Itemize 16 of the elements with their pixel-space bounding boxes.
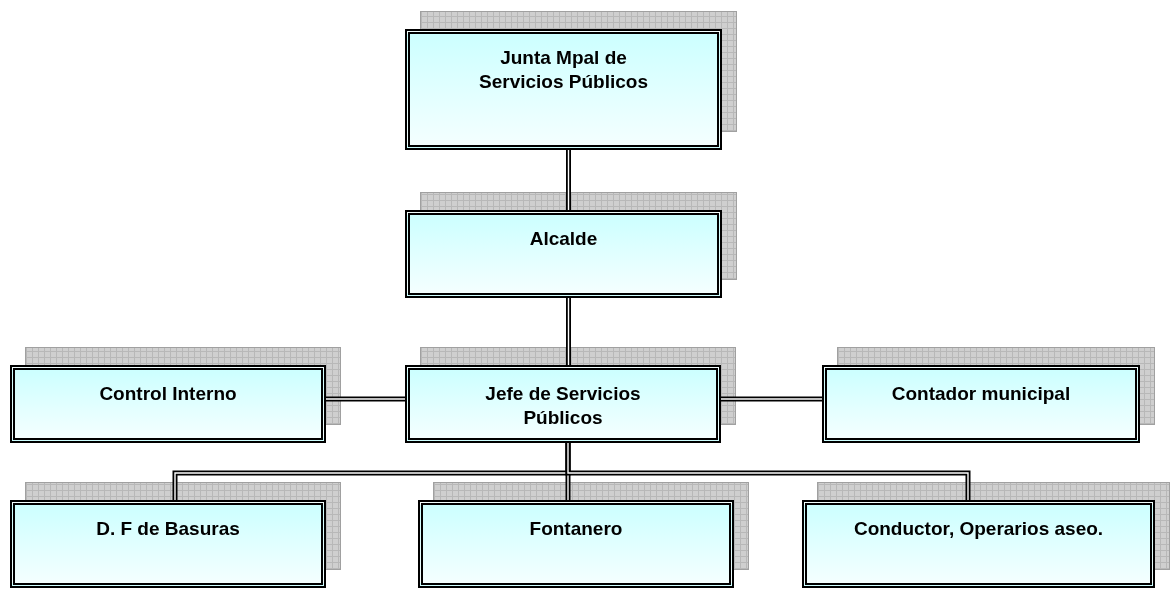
- org-box: [405, 29, 722, 150]
- org-box: [822, 365, 1140, 443]
- org-box: [405, 210, 722, 298]
- box-label: Jefe de Servicios Públicos: [484, 382, 642, 430]
- box-label: Conductor, Operarios aseo.: [853, 517, 1104, 541]
- box-label: Fontanero: [529, 517, 623, 541]
- org-box: [418, 500, 734, 588]
- box-label: Junta Mpal de Servicios Públicos: [478, 46, 649, 94]
- org-box: [405, 365, 721, 443]
- box-label: Alcalde: [529, 227, 598, 251]
- org-box: [10, 365, 326, 443]
- box-label: D. F de Basuras: [96, 517, 240, 541]
- box-label: Control Interno: [99, 382, 237, 406]
- box-label: Contador municipal: [891, 382, 1071, 406]
- org-box: [10, 500, 326, 588]
- org-box: [802, 500, 1155, 588]
